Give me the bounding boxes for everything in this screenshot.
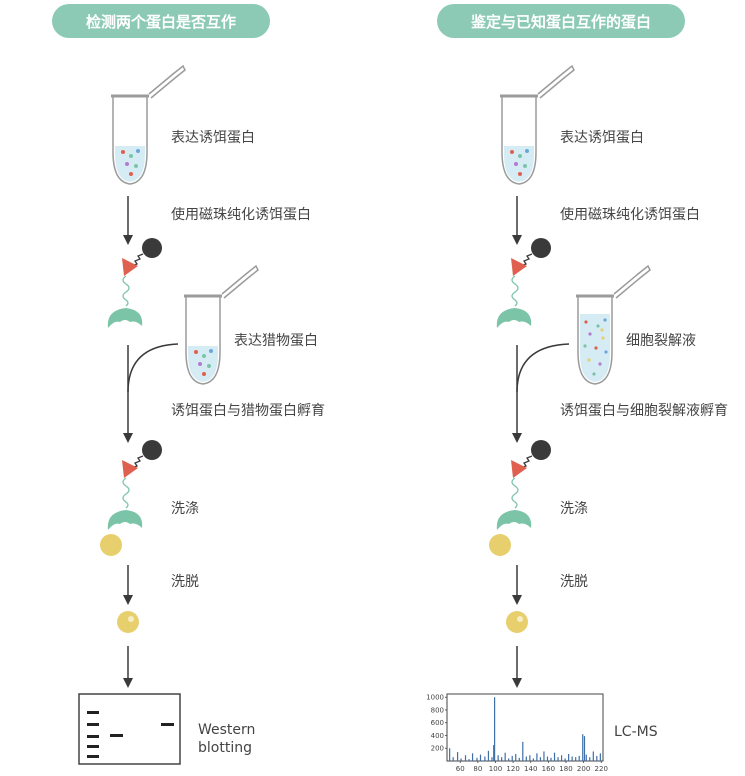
right-step-wash: 洗涤: [560, 501, 588, 517]
right-bait-complex-1: [496, 237, 552, 329]
x-tick-label: 80: [473, 765, 482, 773]
right-lysate-tube: [574, 264, 652, 386]
y-tick-label: 1000: [426, 694, 444, 702]
right-title-pill: 鉴定与已知蛋白互作的蛋白: [437, 4, 685, 38]
left-step-wash: 洗涤: [171, 501, 199, 517]
x-tick-label: 220: [595, 765, 608, 773]
western-blot-membrane: [78, 693, 181, 765]
left-merge-line: [127, 343, 179, 393]
lc-ms-spectrum: 60 80 100 120 140 160 180 200 220 200 400 600 800 10…: [426, 693, 608, 773]
x-tick-label: 140: [524, 765, 537, 773]
right-step-incubate: 诱饵蛋白与细胞裂解液孵育: [560, 403, 728, 419]
left-step-incubate: 诱饵蛋白与猎物蛋白孵育: [171, 403, 325, 419]
left-step-express-bait: 表达诱饵蛋白: [171, 130, 255, 146]
left-bait-complex-1: [107, 237, 163, 329]
ladder-band: [87, 745, 99, 748]
right-merge-line: [516, 343, 570, 393]
left-prey-tube-label: 表达猎物蛋白: [234, 333, 318, 349]
western-label-line1: Western: [198, 722, 256, 738]
right-step-elute: 洗脱: [560, 574, 588, 590]
ladder-band: [87, 735, 99, 738]
right-bait-complex-2: [496, 439, 552, 531]
y-tick-label: 600: [431, 719, 444, 727]
left-prey-tube: [182, 264, 260, 386]
left-eluted-prey-protein: [117, 611, 139, 633]
left-prey-protein-bound: [100, 534, 122, 556]
x-tick-label: 160: [542, 765, 555, 773]
x-tick-label: 180: [559, 765, 572, 773]
left-bait-complex-2: [107, 439, 163, 531]
x-tick-label: 60: [456, 765, 465, 773]
sample-band: [161, 723, 174, 726]
y-tick-label: 800: [431, 706, 444, 714]
sample-band: [110, 734, 123, 737]
left-step-elute: 洗脱: [171, 574, 199, 590]
western-label-line2: blotting: [198, 740, 252, 756]
right-step-express-bait: 表达诱饵蛋白: [560, 130, 644, 146]
right-step-purify: 使用磁珠纯化诱饵蛋白: [560, 207, 700, 223]
left-bait-tube: [109, 64, 187, 186]
left-title-pill: 检测两个蛋白是否互作: [52, 4, 270, 38]
y-tick-label: 200: [431, 745, 444, 753]
right-bait-tube: [498, 64, 576, 186]
x-tick-label: 100: [489, 765, 502, 773]
right-prey-tube-label: 细胞裂解液: [626, 333, 696, 349]
x-tick-label: 120: [506, 765, 519, 773]
left-step-purify: 使用磁珠纯化诱饵蛋白: [171, 207, 311, 223]
ladder-band: [87, 755, 99, 758]
y-tick-label: 400: [431, 732, 444, 740]
right-eluted-prey-protein: [506, 611, 528, 633]
lc-ms-label: LC-MS: [614, 724, 658, 740]
x-tick-label: 200: [577, 765, 590, 773]
ladder-band: [87, 711, 99, 714]
right-prey-protein-bound: [489, 534, 511, 556]
ladder-band: [87, 723, 99, 726]
